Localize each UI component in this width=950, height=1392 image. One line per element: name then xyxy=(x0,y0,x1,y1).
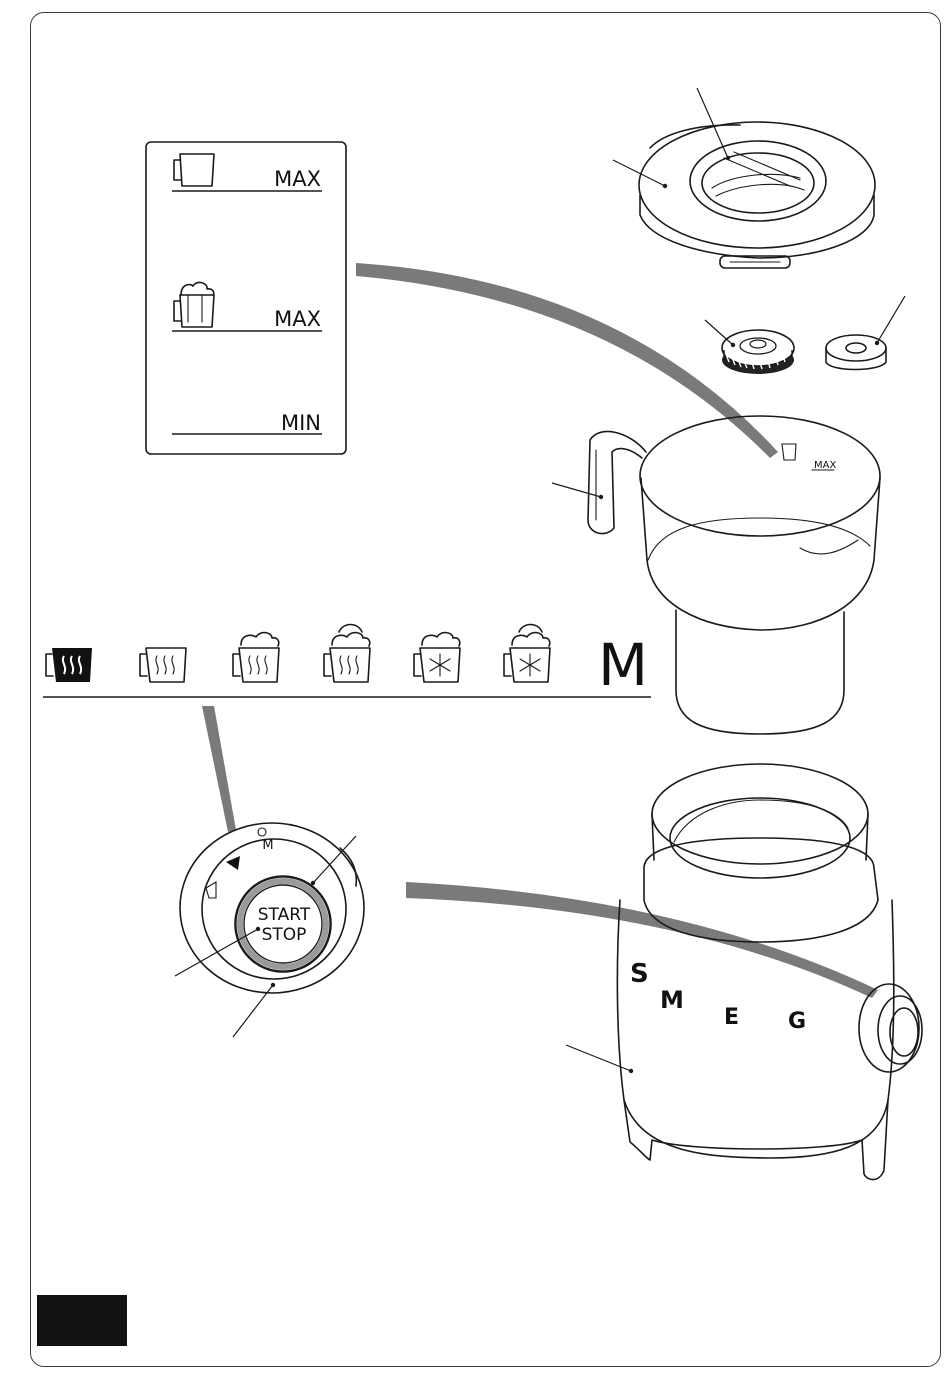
logo-letter-m: M xyxy=(660,986,684,1014)
program-hot-milk-light-foam-icon xyxy=(140,648,186,682)
jug-max-label: MAX xyxy=(814,460,836,471)
lid xyxy=(613,88,875,268)
level-max-2-label: MAX xyxy=(274,307,321,331)
page-number-block xyxy=(37,1295,127,1346)
level-min-label: MIN xyxy=(281,411,321,435)
stop-label[interactable]: STOP xyxy=(262,925,307,945)
logo-letter-e: E xyxy=(724,1005,739,1030)
program-hot-milk-icon xyxy=(46,648,92,682)
callout-line-lid-insert xyxy=(697,88,728,158)
smeg-logo: S M E G xyxy=(630,959,806,1034)
program-manual-label: M xyxy=(598,631,648,699)
callout-line-base xyxy=(566,1045,631,1071)
whisk-ring xyxy=(705,320,794,374)
motor-base: S M E G xyxy=(566,764,922,1180)
dial-pointer xyxy=(202,706,236,832)
logo-letter-g: G xyxy=(788,1009,806,1034)
logo-letter-s: S xyxy=(630,959,649,989)
callout-line-dial xyxy=(233,985,273,1037)
program-hot-milk-dense-foam-icon xyxy=(324,625,370,683)
program-cold-milk-foam-icon xyxy=(414,633,460,682)
start-label[interactable]: START xyxy=(258,905,311,925)
level-max-1-label: MAX xyxy=(274,167,321,191)
program-hot-milk-medium-foam-icon xyxy=(233,633,279,682)
program-cold-milk-dense-foam-icon xyxy=(504,625,550,683)
control-dial: M START STOP xyxy=(175,823,364,1037)
dial-top-mark: M xyxy=(262,838,273,853)
level-scale-panel: MAX MAX MIN xyxy=(146,142,346,454)
program-icons-row: M xyxy=(43,625,651,700)
panel-pointer xyxy=(356,263,778,458)
base-disc xyxy=(826,296,905,370)
